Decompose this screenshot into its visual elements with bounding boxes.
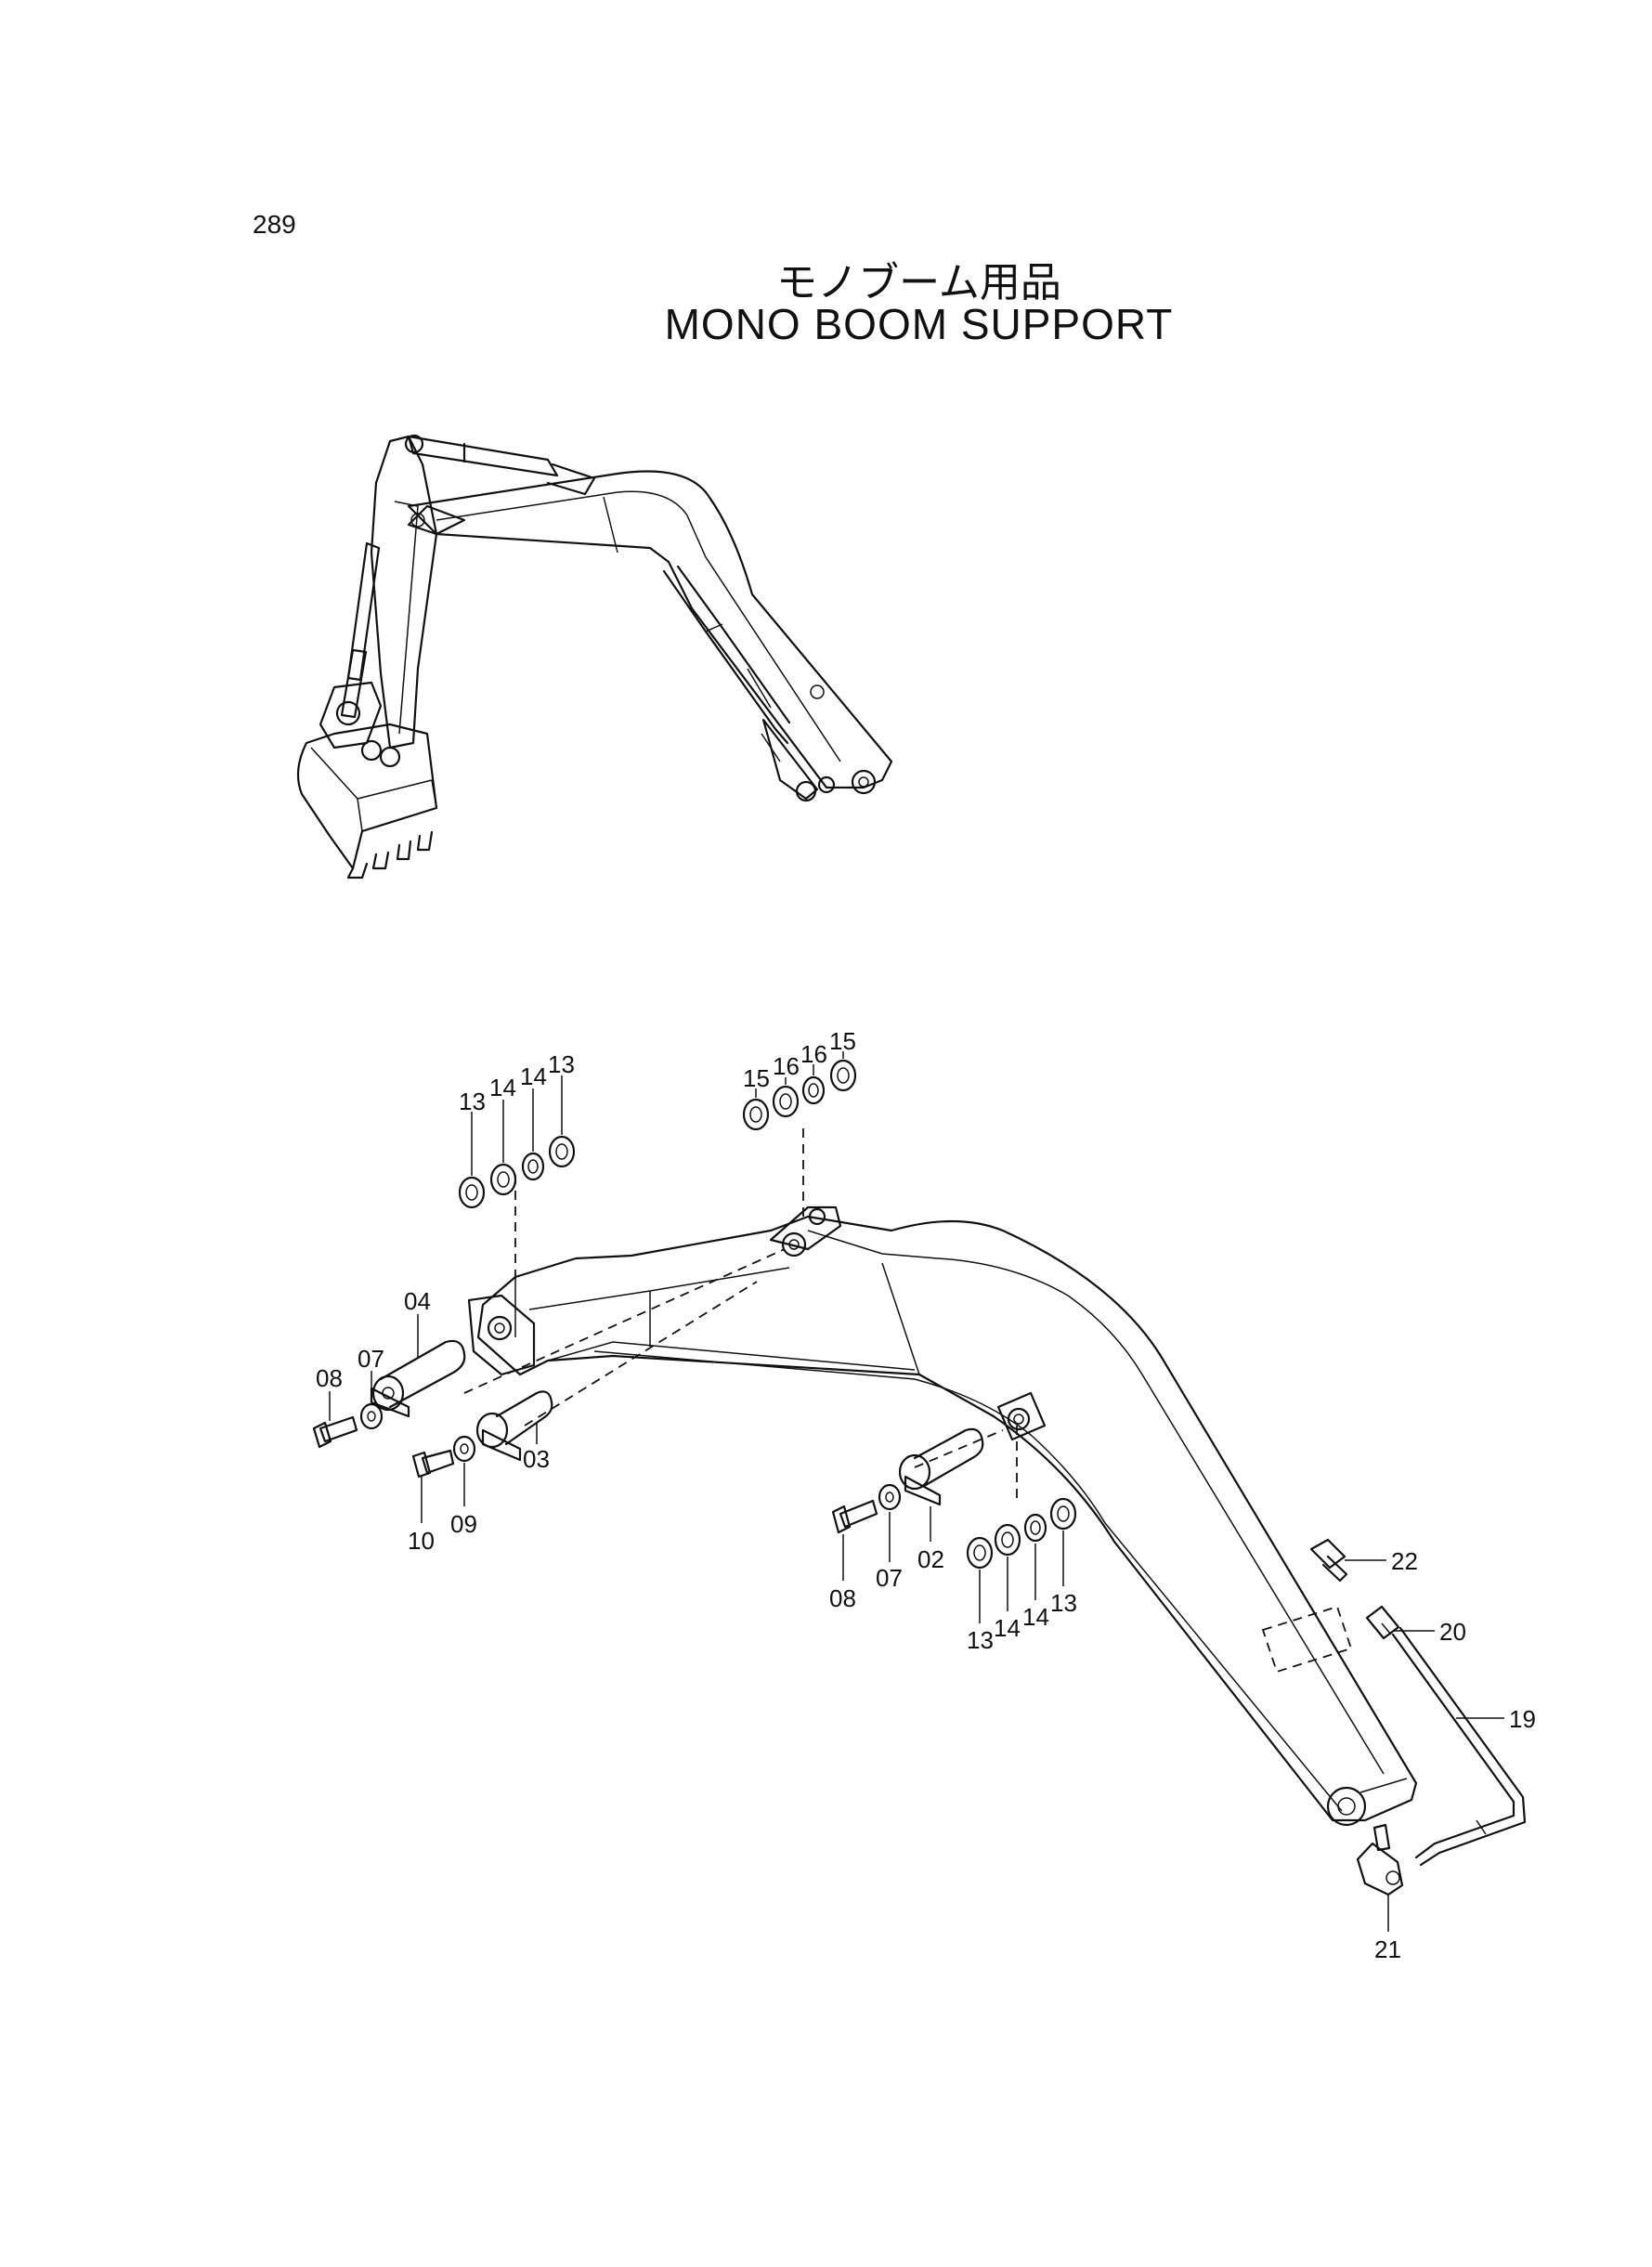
callout-13: 13	[1050, 1589, 1077, 1617]
callout-03: 03	[523, 1445, 550, 1473]
callout-13: 13	[459, 1088, 486, 1115]
shim-stack-top-right	[742, 1059, 857, 1131]
callout-04: 04	[404, 1287, 431, 1315]
callout-13: 13	[967, 1626, 994, 1654]
callout-14: 14	[520, 1062, 547, 1090]
washer-07b	[878, 1483, 902, 1511]
elbow-21	[1356, 1823, 1404, 1896]
callout-19: 19	[1509, 1705, 1536, 1733]
mono-boom-body	[467, 1205, 1418, 1827]
callout-09: 09	[450, 1510, 477, 1538]
bolt-08b	[831, 1499, 878, 1534]
callout-15: 15	[743, 1064, 770, 1092]
overview-bucket	[296, 723, 438, 879]
title-japanese: モノブーム用品	[776, 259, 1061, 306]
shim-stack-lower	[966, 1497, 1077, 1570]
callout-14: 14	[1022, 1603, 1049, 1631]
grease-fitting-22	[1309, 1538, 1348, 1583]
overview-arm	[370, 435, 466, 749]
pin-03	[475, 1390, 553, 1462]
overview-excavator-arm	[296, 434, 893, 879]
callout-21: 21	[1374, 1935, 1401, 1963]
bolt-10	[411, 1449, 455, 1479]
pipe-19	[1391, 1626, 1527, 1867]
callout-07: 07	[876, 1564, 903, 1592]
washer-09	[452, 1435, 476, 1463]
callout-14: 14	[994, 1614, 1021, 1642]
callout-07: 07	[358, 1345, 384, 1373]
callout-14: 14	[489, 1074, 516, 1101]
pin-02	[898, 1427, 984, 1506]
bolt-08a	[312, 1415, 358, 1449]
callout-02: 02	[917, 1545, 944, 1573]
title-english: MONO BOOM SUPPORT	[664, 300, 1174, 348]
callout-15: 15	[829, 1027, 856, 1055]
callout-16: 16	[800, 1040, 827, 1068]
callout-labels: 13 14 14 13 15 16 16 15 04 07 08 03 10 0…	[316, 1027, 1536, 1963]
callout-20: 20	[1439, 1618, 1466, 1646]
page-number: 289	[253, 210, 296, 239]
washer-07a	[359, 1402, 384, 1430]
assembly-axis-lines	[463, 1128, 1018, 1505]
callout-08: 08	[316, 1364, 343, 1392]
leader-lines	[329, 1051, 1504, 1932]
overview-bucket-link	[319, 681, 401, 768]
callout-13: 13	[548, 1050, 575, 1078]
overview-arm-cylinder	[404, 434, 596, 496]
callout-10: 10	[408, 1527, 435, 1555]
adapter-20	[1365, 1605, 1400, 1640]
overview-boom	[407, 470, 893, 795]
shim-stack-top-left	[458, 1135, 576, 1209]
callout-08: 08	[829, 1584, 856, 1612]
overview-boom-cylinder	[662, 565, 825, 802]
callout-22: 22	[1391, 1547, 1418, 1575]
callout-16: 16	[773, 1052, 800, 1080]
overview-bucket-cylinder	[340, 541, 381, 719]
